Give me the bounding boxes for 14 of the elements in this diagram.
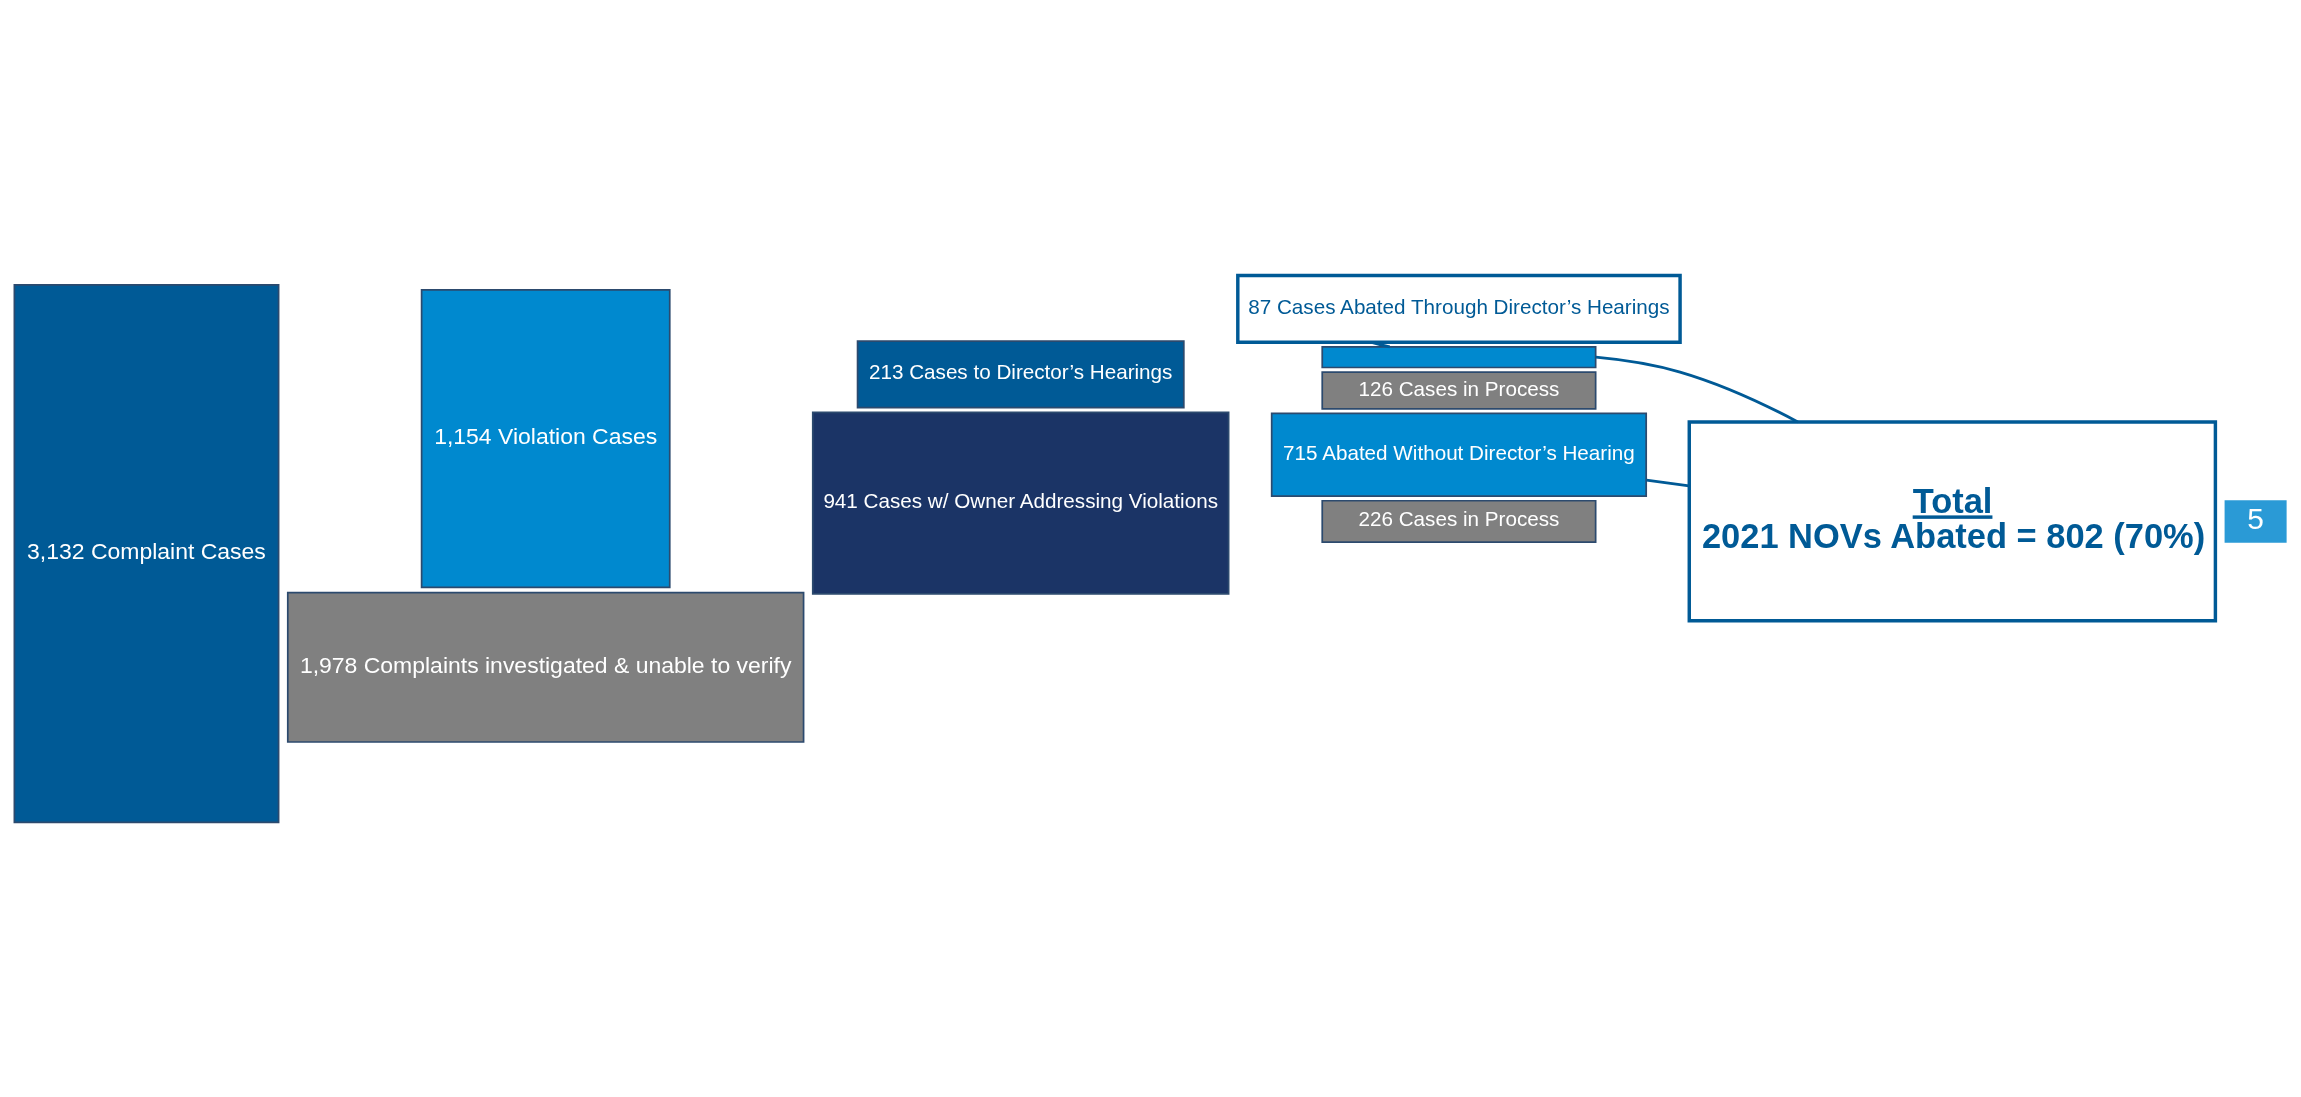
label: 5 — [2247, 501, 2264, 535]
node-box: 715 Abated Without Director’s Hearing — [1270, 412, 1648, 497]
connector — [1646, 478, 1690, 487]
connector — [1595, 355, 1799, 423]
node-box: 1,978 Complaints investigated & unable to verify — [286, 591, 805, 743]
node-box: 213 Cases to Director’s Hearings — [856, 339, 1185, 409]
node-box: Total 2021 NOVs Abated = 802 (70%) — [1687, 419, 2218, 623]
node-box: 1,154 Violation Cases — [420, 288, 671, 588]
node-bar — [1321, 345, 1597, 368]
node-box: 3,132 Complaint Cases — [13, 283, 280, 823]
node-box: 226 Cases in Process — [1321, 499, 1597, 543]
node-box: 126 Cases in Process — [1321, 370, 1597, 410]
node-box: 87 Cases Abated Through Director’s Hearings — [1236, 273, 1682, 344]
node-box: 941 Cases w/ Owner Addressing Violations — [811, 410, 1230, 595]
